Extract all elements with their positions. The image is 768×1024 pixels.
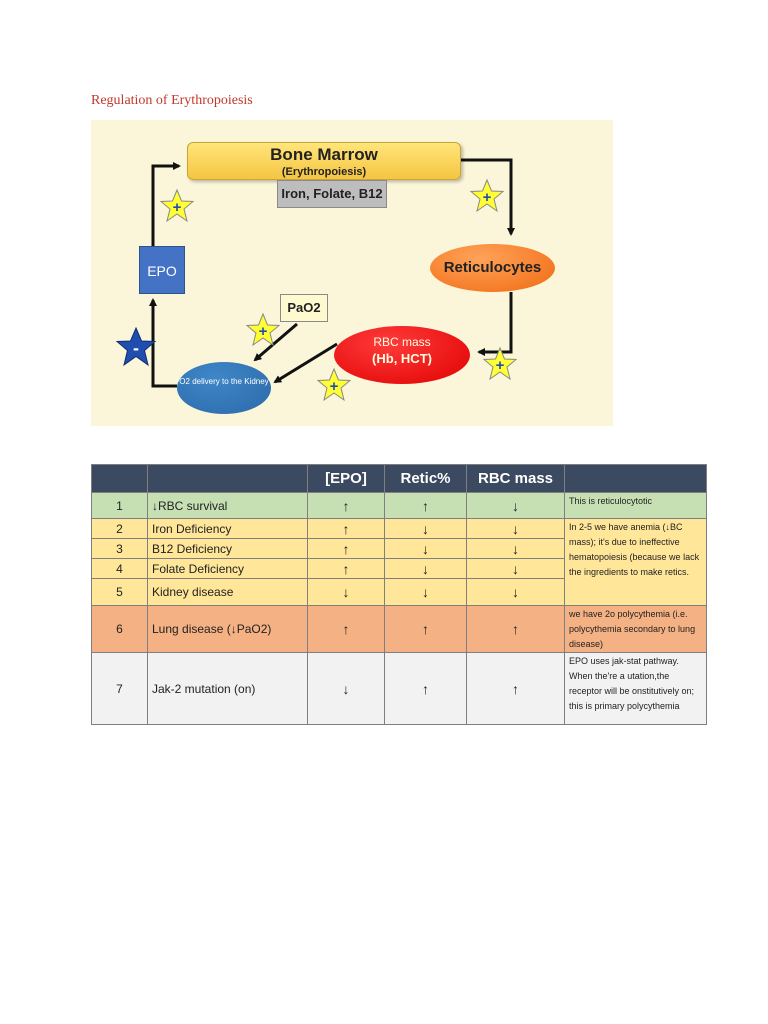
bone-marrow-box: Bone Marrow (Erythropoiesis) xyxy=(187,142,461,180)
rbc-mass-cell: ↓ xyxy=(466,558,565,579)
retic-cell: ↓ xyxy=(384,518,467,539)
plus-symbol: + xyxy=(483,189,492,206)
plus-star-icon: + xyxy=(469,178,505,213)
plus-star-icon: + xyxy=(482,346,518,381)
plus-symbol: + xyxy=(259,323,268,340)
erythropoiesis-table: [EPO] Retic% RBC mass 1 ↓RBC survival ↑ … xyxy=(91,464,707,725)
row-number: 7 xyxy=(91,652,148,725)
minus-star-icon: - xyxy=(115,326,157,367)
reticulocytes-ellipse: Reticulocytes xyxy=(430,244,555,292)
arrow-epo-to-bone-marrow xyxy=(151,162,181,246)
plus-symbol: + xyxy=(173,199,182,216)
condition-cell: Lung disease (↓PaO2) xyxy=(147,605,308,653)
minus-symbol: - xyxy=(133,338,139,358)
table-header-row: [EPO] Retic% RBC mass xyxy=(91,464,707,493)
bone-marrow-label: Bone Marrow xyxy=(270,145,378,164)
table-row: 6 Lung disease (↓PaO2) ↑ ↑ ↑ we have 2o … xyxy=(91,605,707,653)
arrow-reticulocytes-to-rbc-mass xyxy=(477,292,513,356)
rbc-mass-ellipse: RBC mass (Hb, HCT) xyxy=(334,326,470,384)
retic-cell: ↑ xyxy=(384,492,467,519)
arrow-bone-marrow-to-reticulocytes xyxy=(461,158,515,236)
epo-box: EPO xyxy=(139,246,185,294)
rbc-mass-cell: ↓ xyxy=(466,538,565,559)
column-header-rbc-mass: RBC mass xyxy=(466,464,565,493)
condition-cell: Jak-2 mutation (on) xyxy=(147,652,308,725)
table-row: 2 Iron Deficiency ↑ ↓ ↓ In 2-5 we have a… xyxy=(91,518,707,606)
retic-cell: ↓ xyxy=(384,558,467,579)
diagram-arrows: + + + + + - xyxy=(115,158,518,402)
arrow-o2-delivery-to-epo xyxy=(149,298,177,388)
plus-symbol: + xyxy=(496,357,505,374)
plus-star-icon: + xyxy=(159,188,195,223)
row-number: 4 xyxy=(91,558,148,579)
epo-cell: ↑ xyxy=(307,558,385,579)
arrow-rbc-mass-to-o2-delivery xyxy=(273,342,338,384)
erythropoiesis-diagram: + + + + + - Bone Marrow (Erythropoiesis)… xyxy=(91,120,613,426)
epo-cell: ↑ xyxy=(307,492,385,519)
rbc-mass-cell: ↑ xyxy=(466,605,565,653)
condition-cell: B12 Deficiency xyxy=(147,538,308,559)
row-number: 6 xyxy=(91,605,148,653)
column-header-retic: Retic% xyxy=(384,464,467,493)
rbc-mass-cell: ↓ xyxy=(466,578,565,606)
erythropoiesis-label: (Erythropoiesis) xyxy=(281,166,367,178)
rbc-mass-sublabel: (Hb, HCT) xyxy=(372,351,432,366)
rbc-mass-cell: ↓ xyxy=(466,518,565,539)
epo-cell: ↑ xyxy=(307,518,385,539)
note-cell: This is reticulocytotic xyxy=(564,492,707,519)
note-cell: In 2-5 we have anemia (↓BC mass); it's d… xyxy=(564,518,707,606)
arrow-pao2-to-o2-delivery xyxy=(253,322,298,362)
rbc-mass-label: RBC mass xyxy=(373,335,431,349)
condition-cell: Kidney disease xyxy=(147,578,308,606)
column-header-epo: [EPO] xyxy=(307,464,385,493)
rbc-mass-cell: ↓ xyxy=(466,492,565,519)
column-header xyxy=(147,464,308,493)
plus-star-icon: + xyxy=(245,312,281,347)
rbc-mass-cell: ↑ xyxy=(466,652,565,725)
page-title: Regulation of Erythropoiesis xyxy=(91,93,253,108)
epo-cell: ↓ xyxy=(307,652,385,725)
condition-cell: Folate Deficiency xyxy=(147,558,308,579)
retic-cell: ↓ xyxy=(384,538,467,559)
epo-cell: ↓ xyxy=(307,578,385,606)
note-cell: we have 2o polycythemia (i.e. polycythem… xyxy=(564,605,707,653)
table-row: 7 Jak-2 mutation (on) ↓ ↑ ↑ EPO uses jak… xyxy=(91,652,707,725)
retic-cell: ↑ xyxy=(384,652,467,725)
note-cell: EPO uses jak-stat pathway. When the're a… xyxy=(564,652,707,725)
condition-cell: ↓RBC survival xyxy=(147,492,308,519)
column-header xyxy=(91,464,148,493)
epo-cell: ↑ xyxy=(307,605,385,653)
retic-cell: ↑ xyxy=(384,605,467,653)
row-number: 2 xyxy=(91,518,148,539)
row-number: 5 xyxy=(91,578,148,606)
o2-delivery-ellipse: O2 delivery to the Kidney xyxy=(177,362,271,414)
pao2-box: PaO2 xyxy=(280,294,328,322)
plus-symbol: + xyxy=(330,378,339,395)
plus-star-icon: + xyxy=(316,367,352,402)
epo-cell: ↑ xyxy=(307,538,385,559)
nutrients-box: Iron, Folate, B12 xyxy=(277,180,387,208)
column-header xyxy=(564,464,707,493)
table-row: 1 ↓RBC survival ↑ ↑ ↓ This is reticulocy… xyxy=(91,492,707,519)
row-number: 3 xyxy=(91,538,148,559)
condition-cell: Iron Deficiency xyxy=(147,518,308,539)
retic-cell: ↓ xyxy=(384,578,467,606)
row-number: 1 xyxy=(91,492,148,519)
